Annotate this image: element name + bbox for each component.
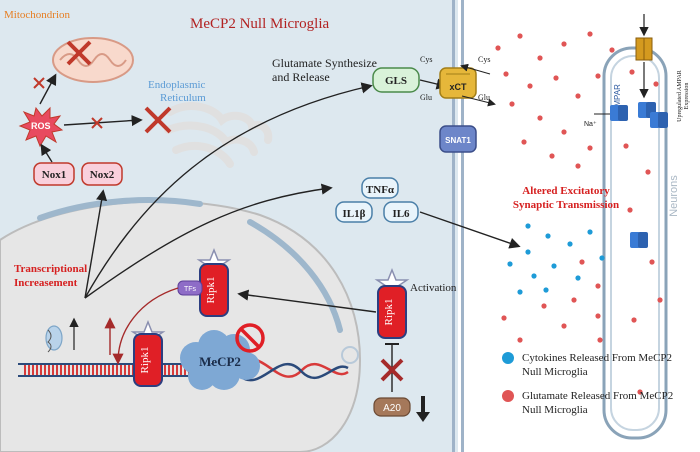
prohibited-icon [235, 323, 265, 353]
altered-label-line1: Altered Excitatory [522, 185, 610, 197]
ripk1-dna: Ripk1 [130, 319, 166, 387]
neuron-label: Neurons [668, 175, 680, 217]
ripk1-label: Ripk1 [139, 347, 151, 374]
inhibition-x-icon [380, 358, 404, 382]
arrow-activation [237, 289, 377, 313]
ampar-receptor-icon [630, 232, 648, 248]
nuclear-envelope-segment [37, 197, 203, 221]
arrow-cys-in [460, 63, 491, 75]
il1b-box [335, 201, 373, 223]
il6-label: IL6 [392, 208, 410, 220]
tnf-box [361, 177, 399, 199]
arrow-ros-to-er [63, 114, 143, 127]
upregulated-label-line1: Upregulated AMPAR [677, 70, 683, 122]
small-x-icon [91, 117, 103, 129]
cytokine-dots [507, 223, 605, 295]
ros-label: ROS [31, 121, 51, 131]
mecp2-label: MeCP2 [199, 354, 241, 369]
nox2-label: Nox2 [90, 169, 115, 181]
tfs-label: TFs [184, 286, 197, 293]
a20-label: A20 [383, 403, 401, 414]
ripk1-label: Ripk1 [383, 299, 395, 326]
neuron-inner-membrane [610, 55, 660, 431]
upregulated-label-line2: Expression [684, 83, 690, 110]
na-label: Na⁺ [584, 121, 597, 128]
arrow-cytokines-out [419, 211, 521, 249]
vesicle [341, 346, 359, 364]
ros-burst-icon [18, 106, 64, 148]
cys-left-label: Cys [420, 55, 432, 64]
cell-membrane [452, 0, 455, 452]
legend-cytokine-line2: Null Microglia [522, 366, 588, 378]
xct-transporter [439, 67, 477, 99]
arrow-ros-to-mitochondrion [39, 73, 57, 105]
gls-box [372, 67, 420, 93]
mitochondrion [52, 37, 134, 83]
snat1-label: SNAT1 [445, 136, 471, 145]
inhibition-x-icon [144, 106, 172, 134]
ribosome-icon [45, 325, 63, 353]
cell-membrane [461, 0, 464, 452]
arrow-nox-to-ros [40, 143, 53, 163]
er-label-line1: Endoplasmic [148, 79, 206, 91]
nox1-box [33, 162, 75, 186]
dna-strand [18, 357, 349, 382]
endoplasmic-reticulum [164, 102, 273, 168]
arrow-to-nox2 [84, 189, 108, 299]
glutamate-dots [495, 31, 663, 395]
small-x-icon [33, 77, 45, 89]
glutamate-label-line1: Glutamate Synthesize [272, 56, 377, 70]
altered-label-line2: Synaptic Transmission [513, 199, 619, 211]
glu-right-label: Glu [478, 93, 490, 102]
ampar-label: AMPAR [613, 84, 622, 112]
transcriptional-label-line1: Transcriptional [14, 263, 87, 275]
ampar-receptor-icon [610, 105, 628, 121]
mitochondrion-label: Mitochondrion [4, 9, 70, 21]
tnf-label: TNFα [366, 184, 395, 196]
inhibition-x-icon [66, 40, 92, 66]
ripk1-label: Ripk1 [205, 277, 217, 304]
channel-icon [635, 37, 653, 61]
arrow-glu-out [461, 95, 496, 107]
il1b-label: IL1β [343, 208, 366, 220]
nox1-label: Nox1 [42, 169, 66, 181]
legend-cytokine-swatch [502, 352, 514, 364]
glutamate-label-line2: and Release [272, 70, 330, 84]
glu-left-label: Glu [420, 93, 432, 102]
arrow-to-gls [84, 82, 373, 299]
er-label-line2: Reticulum [160, 92, 206, 104]
ripk1-activated: Ripk1 [374, 267, 410, 339]
down-arrow-icon [416, 396, 430, 422]
legend-glutamate-line1: Glutamate Released From MeCP2 [522, 390, 673, 402]
legend-cytokine-line1: Cytokines Released From MeCP2 [522, 352, 672, 364]
arrow-to-cytokines [84, 183, 333, 299]
ripk1-tfs-complex: Ripk1 TFs [177, 247, 232, 317]
a20-box [373, 397, 411, 417]
ampar-receptor-icon [650, 112, 668, 128]
legend-glutamate-line2: Null Microglia [522, 404, 588, 416]
transcriptional-label-line2: Increasement [14, 277, 78, 289]
arrow-tfs-to-dna [112, 287, 179, 365]
nuclear-envelope-segment [247, 219, 343, 333]
il6-box [383, 201, 419, 223]
xct-label: xCT [449, 82, 467, 92]
mecp2-protein [180, 330, 260, 390]
diagram-title: MeCP2 Null Microglia [190, 16, 330, 32]
nox2-box [81, 162, 123, 186]
snat1-transporter [439, 125, 477, 153]
gls-label: GLS [385, 75, 407, 87]
legend-glutamate-swatch [502, 390, 514, 402]
cys-right-label: Cys [478, 55, 490, 64]
activation-label: Activation [410, 282, 457, 294]
